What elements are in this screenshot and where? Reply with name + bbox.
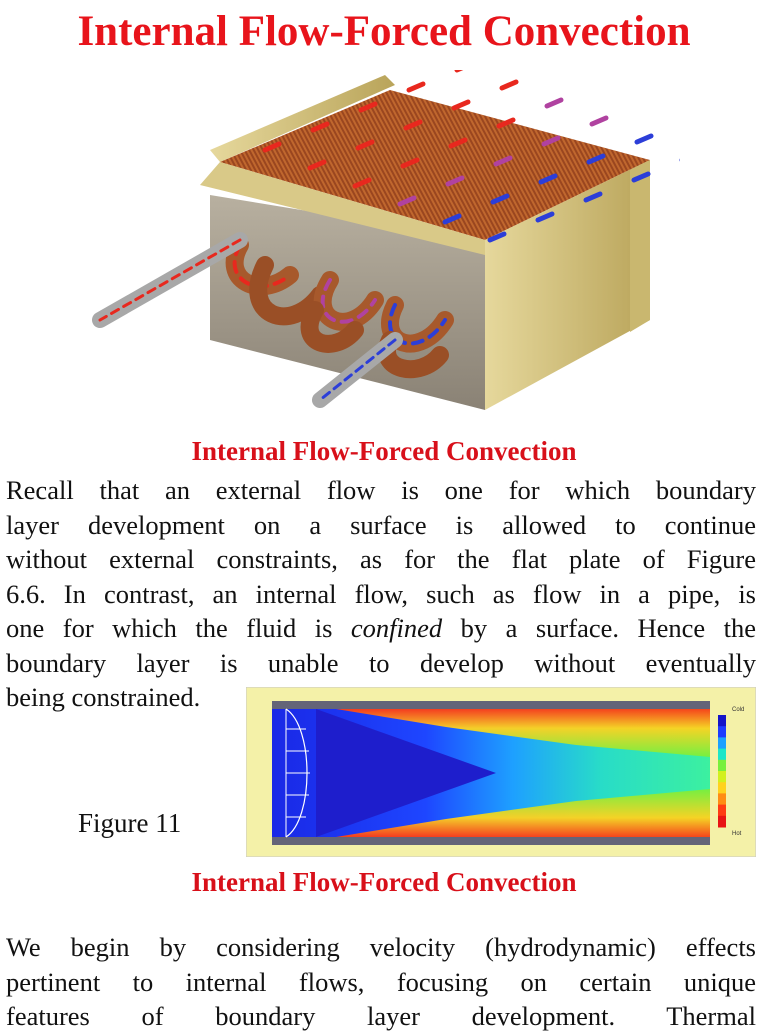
flow-streak [586,153,606,165]
flow-streak [490,193,510,205]
legend-swatch [718,782,726,794]
flow-streak [262,141,282,153]
legend-swatch [718,793,726,806]
flow-streak [499,79,519,91]
flow-streak [631,171,651,183]
flow-streak [535,211,555,223]
flow-streak [442,213,462,225]
flow-streak [544,97,564,109]
text-line: features of boundary layer development. … [6,1001,756,1031]
legend-hot-label: Hot [732,831,742,837]
legend-swatch [718,737,726,750]
text-line: one for which the fluid is confined by a… [6,611,756,646]
flow-streak [355,139,375,151]
flow-streak [541,135,561,147]
legend-swatch [718,726,726,738]
flow-streak [583,191,603,203]
legend-cold-label: Cold [732,707,744,713]
text-line: boundary layer is unable to develop with… [6,647,756,678]
flow-streak [487,231,507,243]
page-title: Internal Flow-Forced Convection [77,8,691,55]
text-line: Recall that an external flow is one for … [6,475,756,505]
flow-streak [496,117,516,129]
section-heading-1: Internal Flow-Forced Convection [191,436,577,466]
legend-swatch [718,771,726,783]
text-line: layer development on a surface is allowe… [6,509,756,540]
legend-swatch [718,759,726,772]
flow-streak [634,133,654,145]
paragraph-2: We begin by considering velocity (hydrod… [6,930,756,1034]
legend-swatch [718,715,726,727]
legend-swatch [718,748,726,761]
flow-streak [310,121,330,133]
paragraph-1: Recall that an external flow is one for … [6,473,756,715]
flow-streak [358,101,378,113]
text-line: being constrained. [6,682,201,712]
flow-streak [493,155,513,167]
legend-swatch [718,815,726,828]
flow-streak [445,175,465,187]
flow-streak [589,115,609,127]
text-fragment: one for which the fluid is [6,613,351,643]
emphasis-confined: confined [350,613,443,643]
text-line: 6.6. In contrast, an internal flow, such… [6,578,756,609]
text-line: without external constraints, as for the… [6,544,756,574]
flow-streak [451,99,471,111]
color-legend [718,715,726,828]
flow-development-figure: Cold Hot [246,687,756,857]
flow-streak [403,119,423,131]
legend-swatch [718,804,726,817]
flow-streak [397,195,417,207]
flow-streak [538,173,558,185]
text-line: pertinent to internal flows, focusing on… [6,966,756,997]
figure-label: Figure 11 [78,808,182,838]
flow-streak [448,137,468,149]
flow-streak [307,159,327,171]
flow-streak [406,81,426,93]
section-heading-2: Internal Flow-Forced Convection [191,867,577,897]
text-line: We begin by considering velocity (hydrod… [6,932,756,962]
text-fragment: by a surface. Hence the [442,613,756,643]
flow-streak [352,177,372,189]
flow-streak [400,157,420,169]
heat-exchanger-image [92,70,680,410]
